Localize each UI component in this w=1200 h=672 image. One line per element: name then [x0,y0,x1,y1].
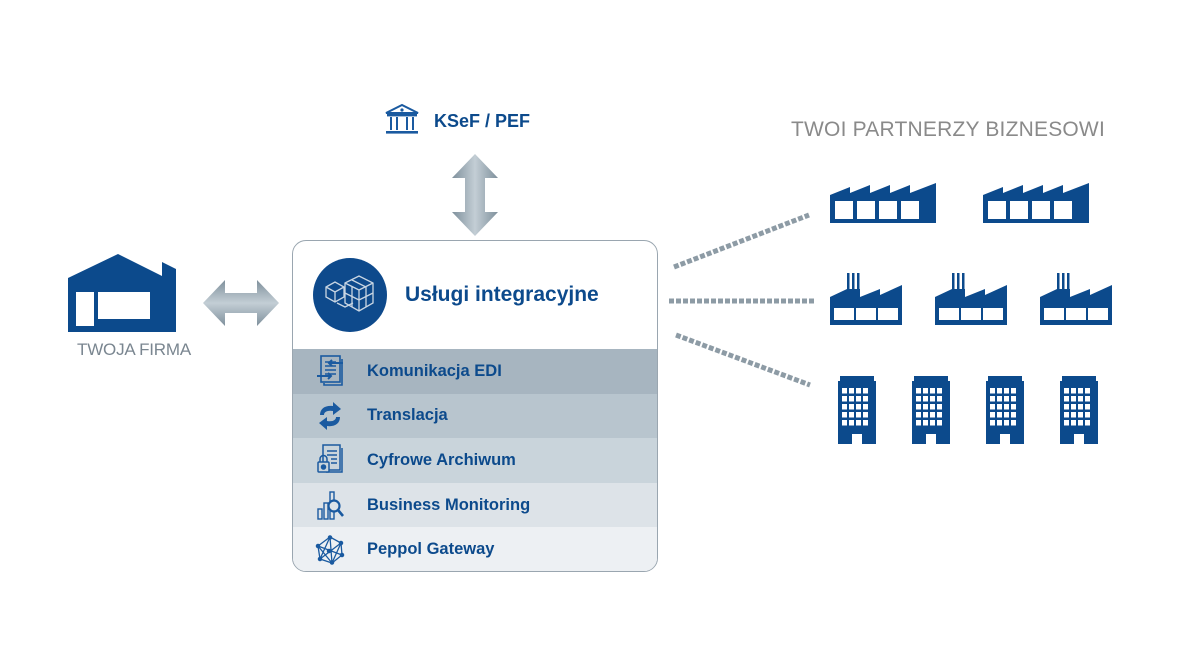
service-item[interactable]: Peppol Gateway [293,527,657,571]
factory-chimney-icon [830,273,904,330]
office-building-icon [838,376,878,449]
partner-connections [669,212,814,388]
service-item[interactable]: Business Monitoring [293,482,657,528]
factory-sawtooth-icon [983,183,1091,228]
connection-line-bottom [675,332,811,388]
cubes-icon [313,258,387,332]
service-label: Komunikacja EDI [367,361,502,380]
connection-line-top [673,212,810,270]
factory-sawtooth-icon [830,183,938,228]
ksef-node: KSeF / PEF [384,103,530,140]
services-header: Usługi integracyjne [293,241,657,349]
services-title: Usługi integracyjne [405,283,599,306]
factory-chimney-icon [1040,273,1114,330]
locked-documents-icon [313,443,347,477]
factory-chimney-icon [935,273,1009,330]
service-label: Cyfrowe Archiwum [367,450,516,469]
office-building-icon [912,376,952,449]
service-label: Business Monitoring [367,495,531,514]
company-label: TWOJA FIRMA [77,340,191,359]
office-building-icon [986,376,1026,449]
service-label: Translacja [367,406,448,425]
sync-arrows-icon [313,399,347,433]
service-item[interactable]: Komunikacja EDI [293,349,657,394]
service-label: Peppol Gateway [367,540,495,559]
services-panel: Usługi integracyjne Komunikacja EDI Tran… [292,240,658,572]
service-item[interactable]: Cyfrowe Archiwum [293,438,657,483]
service-item[interactable]: Translacja [293,393,657,439]
office-building-icon [1060,376,1100,449]
partners-title: TWOI PARTNERZY BIZNESOWI [791,118,1105,141]
document-exchange-icon [313,354,347,388]
warehouse-icon [68,254,176,332]
network-globe-icon [313,533,347,567]
chart-search-icon [313,488,347,522]
ksef-label: KSeF / PEF [434,111,531,131]
vertical-double-arrow [452,154,498,241]
bank-building-icon [384,103,420,140]
company-node: TWOJA FIRMA [68,254,200,360]
horizontal-double-arrow [203,280,279,331]
